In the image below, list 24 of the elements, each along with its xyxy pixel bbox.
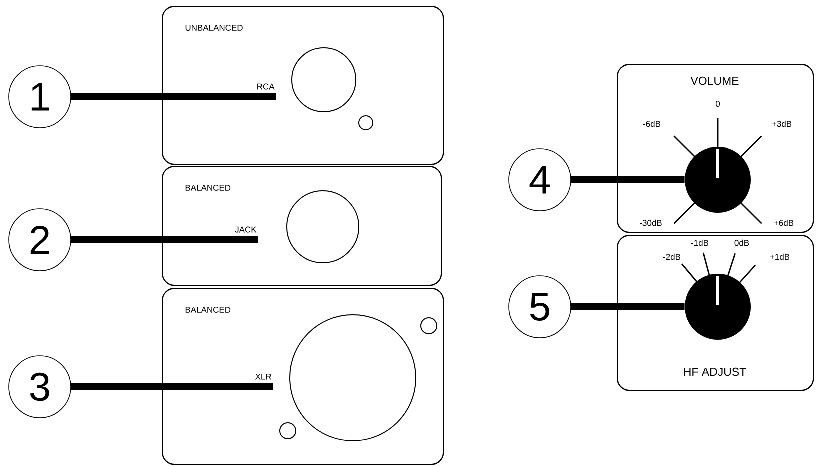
callout-number: 2 (8, 208, 72, 272)
callout-number: 1 (8, 66, 72, 128)
scale-label: -6dB (642, 120, 662, 128)
knob (685, 274, 751, 340)
leader-line (571, 304, 685, 310)
connector-label: RCA (258, 84, 275, 90)
leader-line (71, 384, 273, 390)
scale-label: +6dB (773, 219, 795, 227)
connector-label: JACK (235, 226, 257, 233)
scale-label: 0 (715, 100, 721, 108)
leader-line (571, 176, 685, 184)
scale-label: -1dB (690, 239, 710, 247)
scale-label: -30dB (639, 219, 663, 227)
callout-number: 4 (508, 148, 572, 212)
callout-number: 5 (508, 276, 572, 338)
connector-label: XLR (255, 374, 272, 380)
callout-number: 3 (8, 356, 72, 418)
scale-label: +3dB (771, 120, 793, 128)
scale-label: 0dB (734, 239, 750, 247)
knob (685, 147, 751, 213)
leader-line (71, 94, 276, 100)
leader-line (71, 236, 258, 244)
scale-label: -2dB (662, 253, 682, 261)
scale-label: +1dB (769, 253, 791, 261)
